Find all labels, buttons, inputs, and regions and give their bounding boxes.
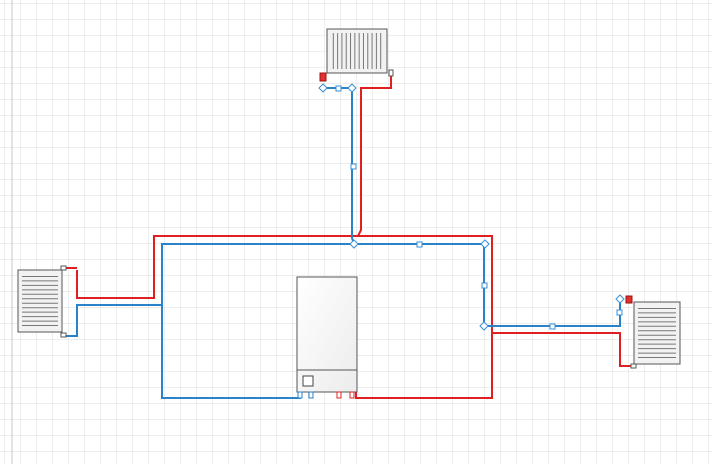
radiator-left-fins [22,275,58,327]
radiator-top-port [388,69,394,77]
boiler-port-supply [349,391,355,399]
handle-right-vertical[interactable] [481,282,488,289]
boiler-control-button[interactable] [302,375,314,387]
radiator-right[interactable] [625,295,681,369]
handle-top-loop[interactable] [416,241,423,248]
handle-top-left[interactable] [335,85,342,92]
supply-pipe-right-branch[interactable] [492,332,634,367]
boiler-port-supply-2 [336,391,342,399]
radiator-top[interactable] [319,28,394,82]
radiator-right-fins [638,307,676,359]
junction-top[interactable] [349,239,359,249]
radiator-left-port-bottom [60,332,67,338]
boiler-port-return-2 [308,391,314,399]
boiler-body [296,276,358,393]
pipe-handles[interactable] [318,83,625,331]
supply-pipes[interactable] [62,72,634,399]
radiator-top-fins [332,33,382,69]
radiator-right-valve[interactable] [625,295,633,304]
radiator-right-body [633,301,681,365]
return-pipe-main-loop[interactable] [62,243,621,337]
supply-pipe-main-loop[interactable] [76,235,493,399]
radiator-top-valve[interactable] [319,72,327,82]
junction-right[interactable] [479,321,489,331]
supply-pipe-top-branch[interactable] [357,72,392,237]
handle-right-radiator[interactable] [616,309,623,316]
radiator-top-body [326,28,388,74]
handle-top-mid[interactable] [350,163,357,170]
handle-right-branch[interactable] [549,323,556,330]
junction-top-radiator[interactable] [318,83,328,93]
boiler[interactable] [296,276,358,399]
junction-right-radiator[interactable] [615,294,625,304]
radiator-left[interactable] [17,265,67,338]
radiator-left-body [17,269,63,333]
junction-top-riser[interactable] [347,83,357,93]
junction-loop-corner[interactable] [480,239,490,249]
radiator-left-port-top [60,265,67,271]
radiator-right-port [630,363,637,369]
boiler-port-return [297,391,303,399]
